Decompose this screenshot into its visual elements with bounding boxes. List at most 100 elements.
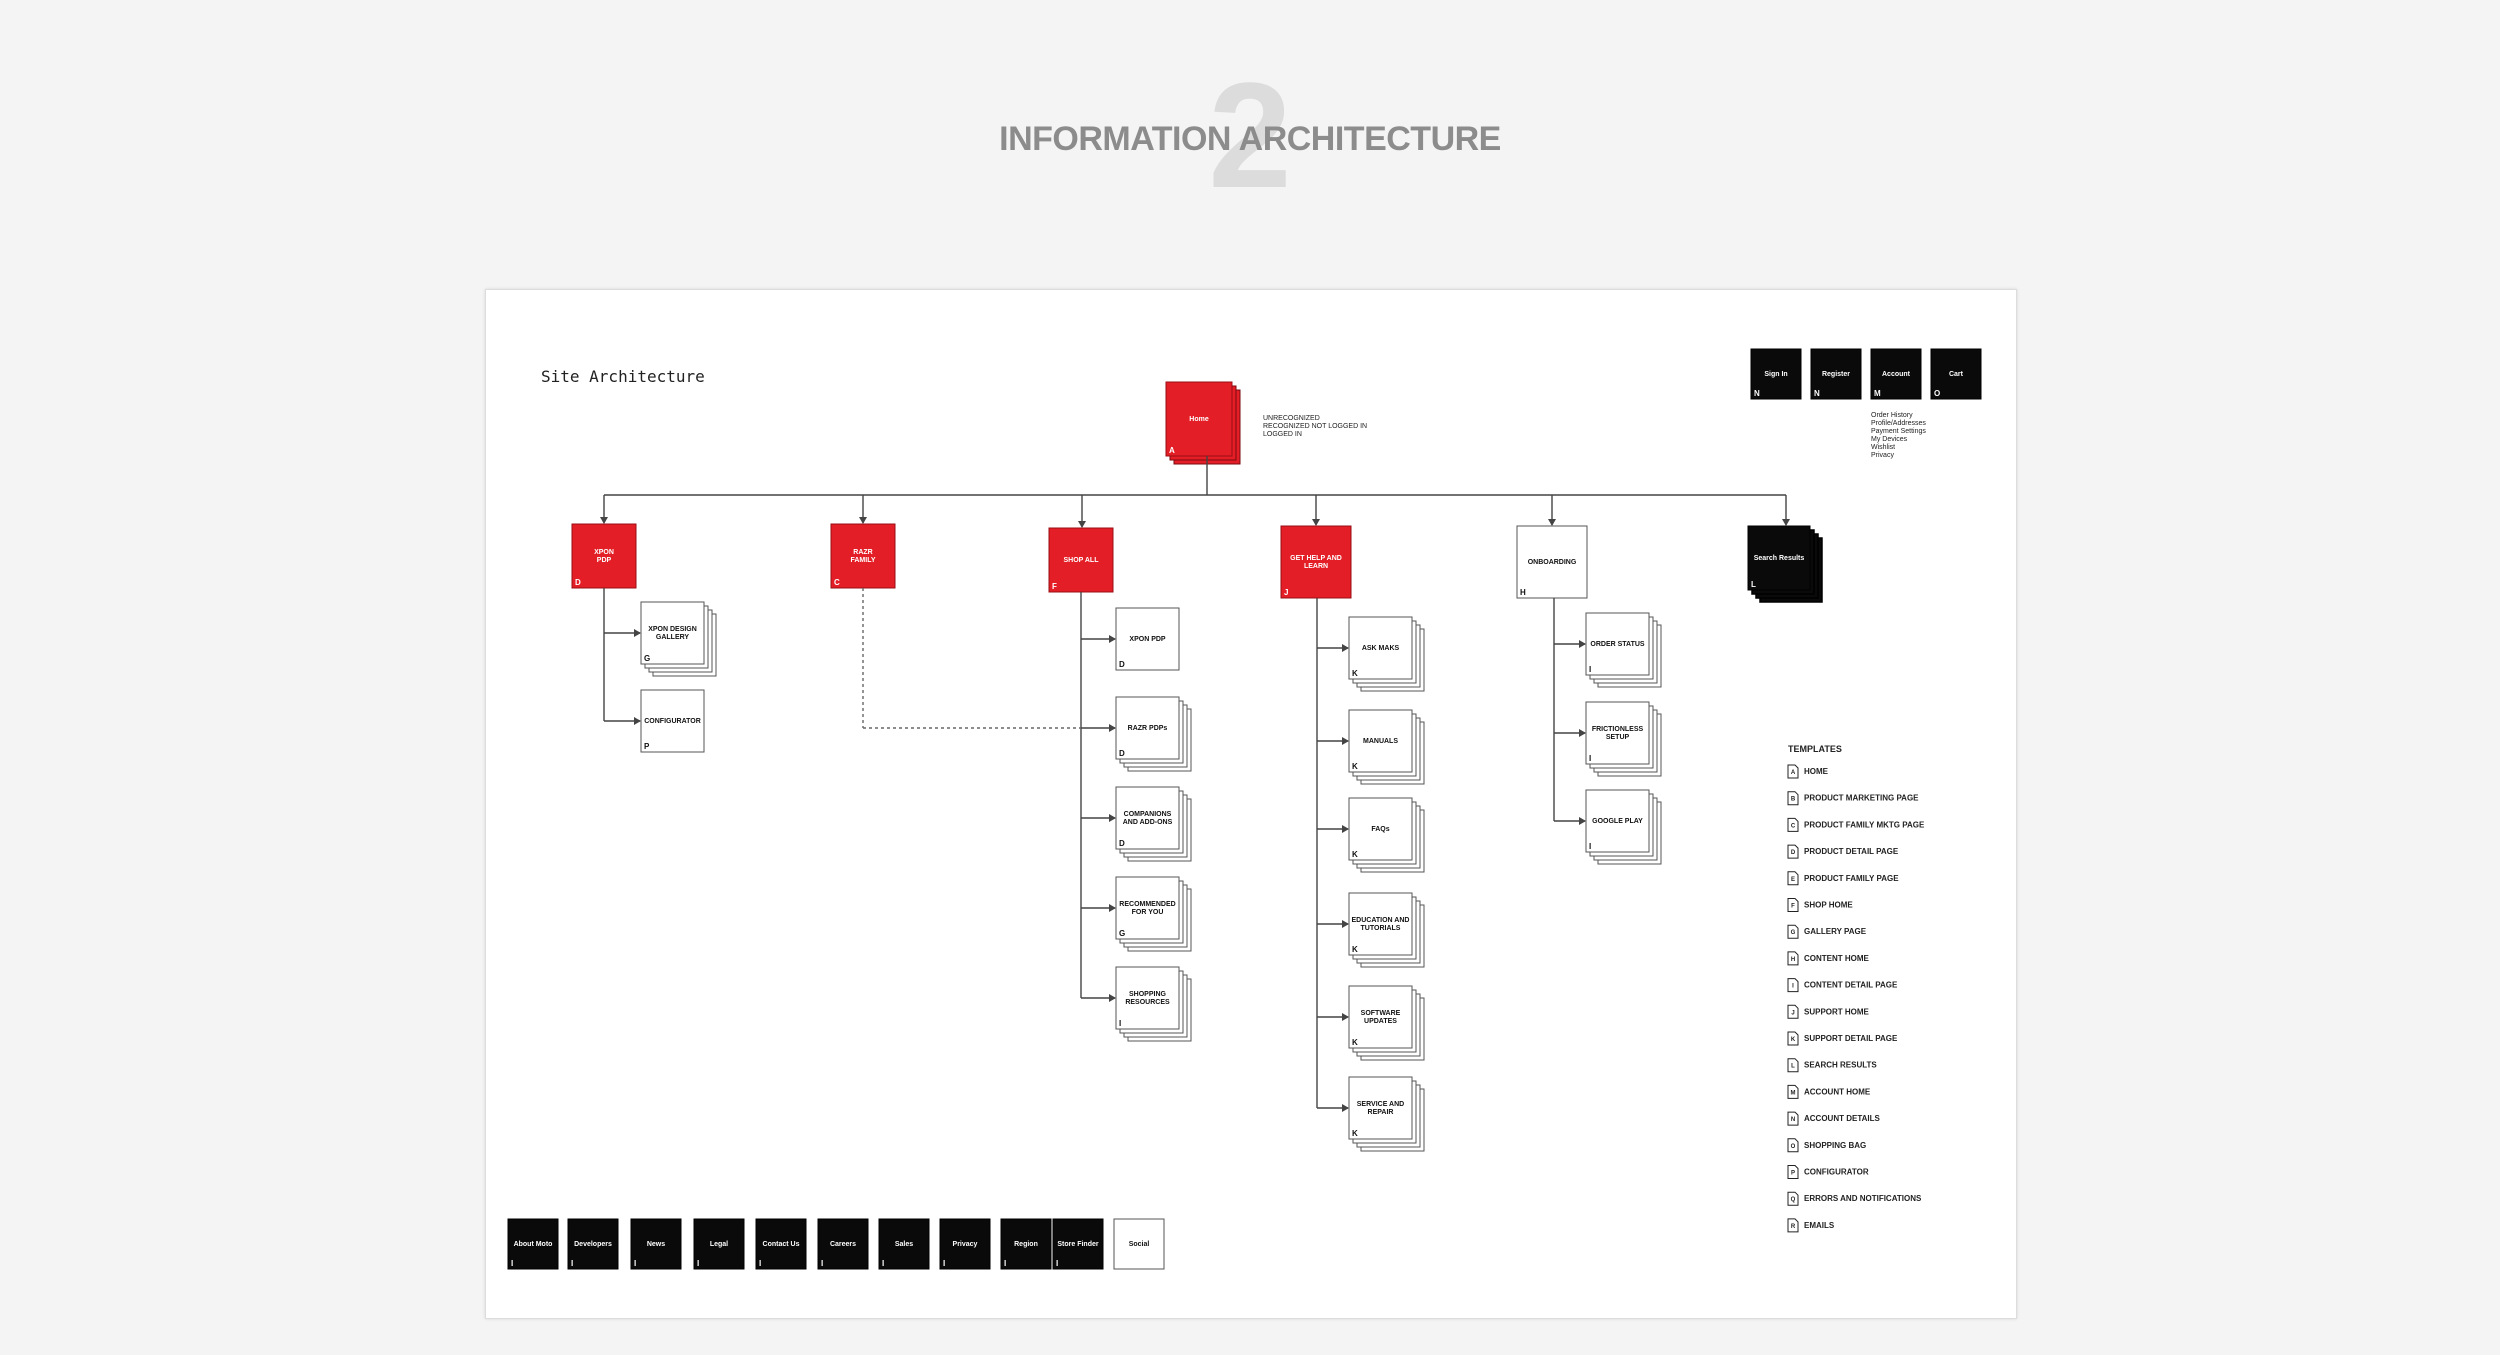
node-tag: I: [1119, 1019, 1121, 1028]
arrow-head: [1579, 817, 1586, 825]
node-box: [1585, 789, 1650, 853]
arrow-head: [1342, 825, 1349, 833]
template-letter: Q: [1791, 1197, 1796, 1203]
template-letter: B: [1791, 797, 1796, 803]
arrow-head: [1109, 724, 1116, 732]
node-tag: I: [697, 1259, 699, 1268]
node-tag: C: [834, 578, 840, 587]
node-tag: P: [644, 742, 650, 751]
template-doc-icon: O: [1787, 1138, 1799, 1153]
node-box: [1115, 696, 1180, 760]
template-letter: E: [1791, 877, 1795, 883]
template-letter: R: [1791, 1224, 1796, 1230]
child-node-3-2[interactable]: GOOGLE PLAY I: [1585, 789, 1662, 865]
footer-social[interactable]: Social: [1113, 1218, 1165, 1270]
node-label: About Moto: [514, 1241, 553, 1248]
arrow-head: [634, 717, 641, 725]
node-tag: G: [1119, 929, 1125, 938]
node-label: SERVICE AND: [1357, 1101, 1404, 1108]
node-tag: K: [1352, 850, 1358, 859]
node-label: GOOGLE PLAY: [1592, 818, 1643, 825]
node-box: [1348, 709, 1413, 773]
site-architecture-diagram: Site ArchitectureHomeAUNRECOGNIZEDRECOGN…: [507, 348, 1982, 1270]
node-tag: F: [1052, 582, 1057, 591]
template-doc-icon: B: [1787, 791, 1799, 806]
node-tag: I: [1589, 842, 1591, 851]
node-label: Careers: [830, 1241, 856, 1248]
node-box: [693, 1218, 745, 1270]
account-submenu-item: Privacy: [1871, 452, 1894, 459]
template-doc-icon: R: [1787, 1218, 1799, 1233]
node-tag: I: [882, 1259, 884, 1268]
node-label: Store Finder: [1057, 1241, 1099, 1248]
template-letter: N: [1791, 1117, 1795, 1123]
node-label: RESOURCES: [1125, 999, 1170, 1006]
node-box: [630, 1218, 682, 1270]
node-label: Contact Us: [763, 1241, 800, 1248]
node-box: [1052, 1218, 1104, 1270]
node-label: XPON: [594, 549, 614, 556]
node-tag: I: [571, 1259, 573, 1268]
node-label: XPON DESIGN: [648, 626, 697, 633]
section-node-3[interactable]: SHOP ALL F: [1048, 527, 1114, 593]
node-label: Sales: [895, 1241, 913, 1248]
node-box: [1113, 1218, 1165, 1270]
node-label: Region: [1014, 1241, 1038, 1248]
utility-sign-in[interactable]: Sign InN: [1750, 348, 1802, 400]
node-tag: I: [759, 1259, 761, 1268]
node-label: SHOP ALL: [1063, 557, 1099, 564]
template-doc-icon: I: [1787, 978, 1799, 993]
home-audience-note: UNRECOGNIZED: [1263, 415, 1320, 422]
template-label: CONTENT DETAIL PAGE: [1804, 981, 1898, 990]
node-tag: K: [1352, 762, 1358, 771]
node-box: [1048, 527, 1114, 593]
node-tag: D: [1119, 660, 1125, 669]
node-box: [507, 1218, 559, 1270]
template-letter: J: [1791, 1010, 1794, 1016]
node-label: ONBOARDING: [1528, 559, 1577, 566]
node-tag: K: [1352, 669, 1358, 678]
node-box: [1165, 381, 1233, 457]
node-label: SHOPPING: [1129, 991, 1167, 998]
node-label: AND ADD-ONS: [1123, 819, 1173, 826]
template-label: HOME: [1804, 767, 1829, 776]
footer-contact-us[interactable]: Contact Us I: [755, 1218, 807, 1270]
node-box: [1870, 348, 1922, 400]
template-doc-icon: N: [1787, 1111, 1799, 1126]
arrow-head: [1078, 521, 1086, 528]
arrow-head: [859, 517, 867, 524]
